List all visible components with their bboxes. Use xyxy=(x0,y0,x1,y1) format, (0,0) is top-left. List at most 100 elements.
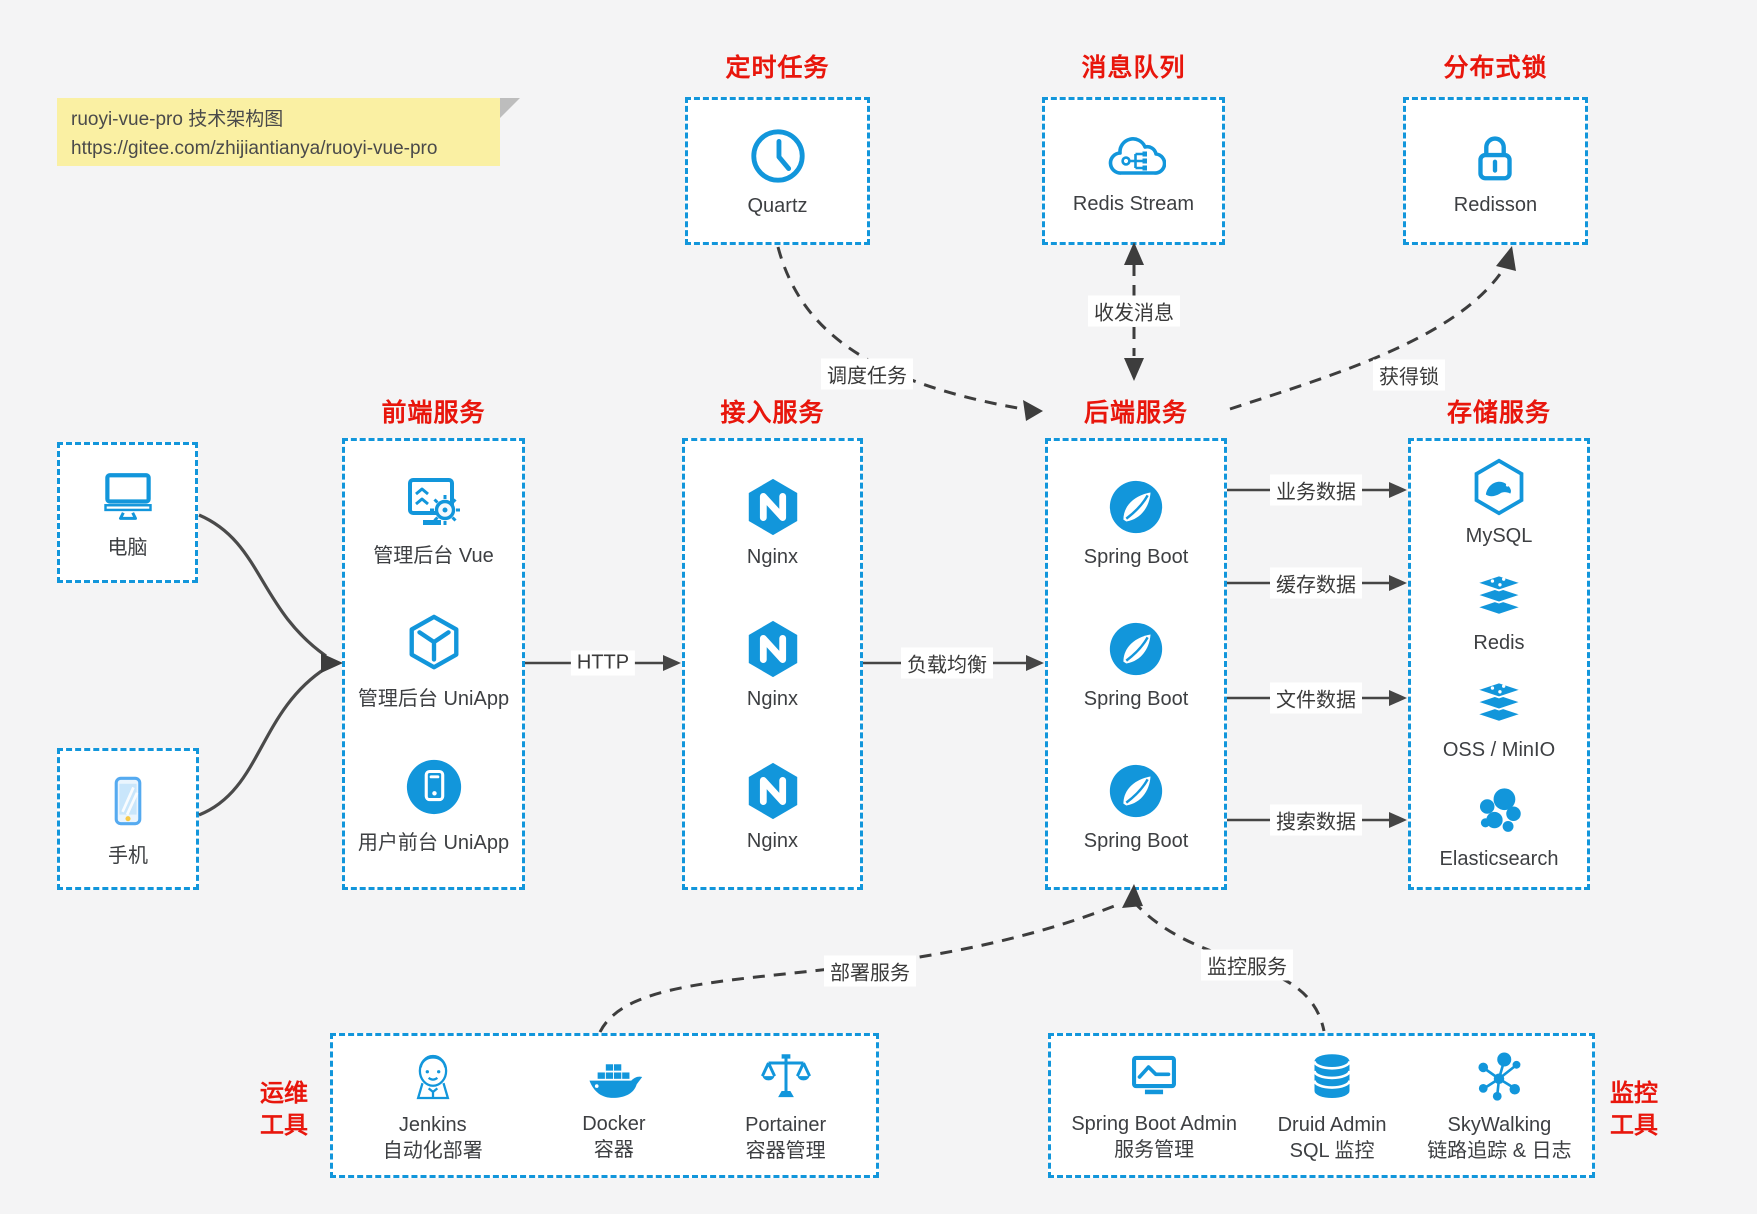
node-label: 手机 xyxy=(108,844,148,867)
node-redisson: Redisson xyxy=(1454,126,1537,217)
node-label: Redis Stream xyxy=(1072,192,1195,215)
edge-pc-curve xyxy=(198,513,327,658)
node-redis-stream: Redis Stream xyxy=(1073,127,1194,216)
node-admin-vue: 管理后台 Vue xyxy=(373,473,494,568)
desktop-icon xyxy=(103,473,152,520)
node-label: Spring Boot xyxy=(1083,545,1189,568)
tool-desc: 自动化部署 xyxy=(382,1139,483,1162)
node-redis: Redis xyxy=(1469,568,1529,655)
tool-desc: 容器管理 xyxy=(745,1139,826,1162)
gateway-box: Nginx Nginx Nginx xyxy=(682,438,863,890)
storage-stack-icon xyxy=(1473,681,1525,723)
note-title: ruoyi-vue-pro 技术架构图 xyxy=(71,109,284,130)
monitor-box: Spring Boot Admin 服务管理 Druid Admin SQL 监… xyxy=(1048,1033,1595,1178)
edge-label-message: 收发消息 xyxy=(1088,295,1180,327)
padlock-icon xyxy=(1478,135,1513,180)
edge-label-deploy: 部署服务 xyxy=(824,955,916,987)
node-quartz: Quartz xyxy=(747,125,809,218)
tool-name: Portainer xyxy=(745,1113,827,1136)
tool-name: SkyWalking xyxy=(1447,1113,1552,1136)
topology-icon xyxy=(1478,1052,1521,1101)
uniapp-cube-icon xyxy=(409,615,458,670)
admin-chart-icon xyxy=(1132,1055,1177,1094)
node-label: Nginx xyxy=(746,829,799,852)
tool-name: Spring Boot Admin xyxy=(1071,1112,1237,1135)
monitor-title-line1: 监控 xyxy=(1610,1080,1658,1107)
node-oss-minio: OSS / MinIO xyxy=(1443,675,1555,762)
node-springboot-admin: Spring Boot Admin 服务管理 xyxy=(1071,1049,1237,1163)
nginx-icon xyxy=(748,620,797,677)
edge-label-http: HTTP xyxy=(570,650,636,676)
node-docker: Docker 容器 xyxy=(582,1049,646,1163)
edge-lock-curve xyxy=(1229,264,1508,411)
tool-desc: 链路追踪 & 日志 xyxy=(1427,1139,1572,1162)
node-label: 管理后台 Vue xyxy=(373,545,494,568)
node-elasticsearch: Elasticsearch xyxy=(1440,782,1558,871)
database-icon xyxy=(1313,1053,1351,1098)
group-title-mq: 消息队列 xyxy=(1081,54,1186,82)
docker-whale-icon xyxy=(589,1063,643,1098)
node-label: 用户前台 UniApp xyxy=(357,831,510,854)
frontend-box: 管理后台 Vue 管理后台 UniApp 用户前台 UniApp xyxy=(342,438,525,890)
scales-icon xyxy=(760,1053,811,1097)
edge-label-load-balance: 负载均衡 xyxy=(901,647,993,679)
sticky-note: ruoyi-vue-pro 技术架构图 https://gitee.com/zh… xyxy=(57,98,500,166)
group-title-backend: 后端服务 xyxy=(1083,399,1188,427)
edge-label-schedule: 调度任务 xyxy=(821,358,913,390)
tool-desc: 服务管理 xyxy=(1114,1138,1195,1161)
node-skywalking: SkyWalking 链路追踪 & 日志 xyxy=(1427,1048,1572,1164)
node-label: MySQL xyxy=(1465,525,1533,547)
note-fold-corner xyxy=(500,98,520,118)
node-label: Nginx xyxy=(746,545,799,568)
edge-label-monitor: 监控服务 xyxy=(1201,949,1293,981)
backend-box: Spring Boot Spring Boot Spring Boot xyxy=(1045,438,1227,890)
node-druid-admin: Druid Admin SQL 监控 xyxy=(1278,1048,1387,1164)
monitor-title-line2: 工具 xyxy=(1610,1112,1658,1140)
elasticsearch-icon xyxy=(1479,788,1521,832)
group-title-gateway: 接入服务 xyxy=(720,399,825,427)
mq-box: Redis Stream xyxy=(1042,97,1225,245)
nginx-icon xyxy=(748,478,797,535)
smartphone-icon xyxy=(114,776,142,825)
group-title-frontend: 前端服务 xyxy=(381,399,486,427)
node-label: 电脑 xyxy=(107,537,148,559)
cloud-stream-icon xyxy=(1108,136,1166,175)
tool-desc: SQL 监控 xyxy=(1289,1139,1375,1162)
group-title-storage: 存储服务 xyxy=(1446,399,1551,427)
edge-phone-curve xyxy=(198,666,327,817)
node-springboot-1: Spring Boot xyxy=(1083,476,1189,569)
pc-box: 电脑 xyxy=(57,442,198,583)
node-nginx-2: Nginx xyxy=(742,618,804,711)
group-title-scheduler: 定时任务 xyxy=(725,54,830,82)
tool-desc: 容器 xyxy=(593,1138,634,1161)
clock-icon xyxy=(750,128,805,183)
node-nginx-1: Nginx xyxy=(742,476,804,569)
group-title-lock: 分布式锁 xyxy=(1443,54,1548,82)
node-admin-uniapp: 管理后台 UniApp xyxy=(358,612,509,711)
node-label: Quartz xyxy=(747,194,808,217)
scheduler-box: Quartz xyxy=(685,97,870,245)
node-label: Spring Boot xyxy=(1083,829,1189,852)
ops-box: Jenkins 自动化部署 Docker 容器 xyxy=(330,1033,879,1178)
edge-label-acquire-lock: 获得锁 xyxy=(1373,359,1445,391)
node-springboot-3: Spring Boot xyxy=(1083,760,1189,853)
ops-title-line1: 运维 xyxy=(260,1080,308,1107)
tool-name: Druid Admin xyxy=(1277,1113,1387,1136)
tool-name: Jenkins xyxy=(398,1113,467,1136)
edge-label-biz-data: 业务数据 xyxy=(1270,474,1362,506)
edge-label-file-data: 文件数据 xyxy=(1270,682,1362,714)
monitor-side-title: 监控 工具 xyxy=(1602,1078,1666,1143)
node-label: Redisson xyxy=(1453,193,1538,216)
mysql-dolphin-icon xyxy=(1474,458,1524,516)
phone-circle-icon xyxy=(406,759,461,814)
admin-screen-gear-icon xyxy=(407,478,460,526)
spring-leaf-icon xyxy=(1109,764,1163,817)
storage-box: MySQL Redis OSS / Mi xyxy=(1408,438,1590,890)
node-nginx-3: Nginx xyxy=(742,760,804,853)
edge-label-cache-data: 缓存数据 xyxy=(1270,567,1362,599)
note-url: https://gitee.com/zhijiantianya/ruoyi-vu… xyxy=(71,137,438,159)
jenkins-icon xyxy=(416,1054,450,1099)
redis-stack-icon xyxy=(1473,574,1525,616)
phone-box: 手机 xyxy=(57,748,199,890)
